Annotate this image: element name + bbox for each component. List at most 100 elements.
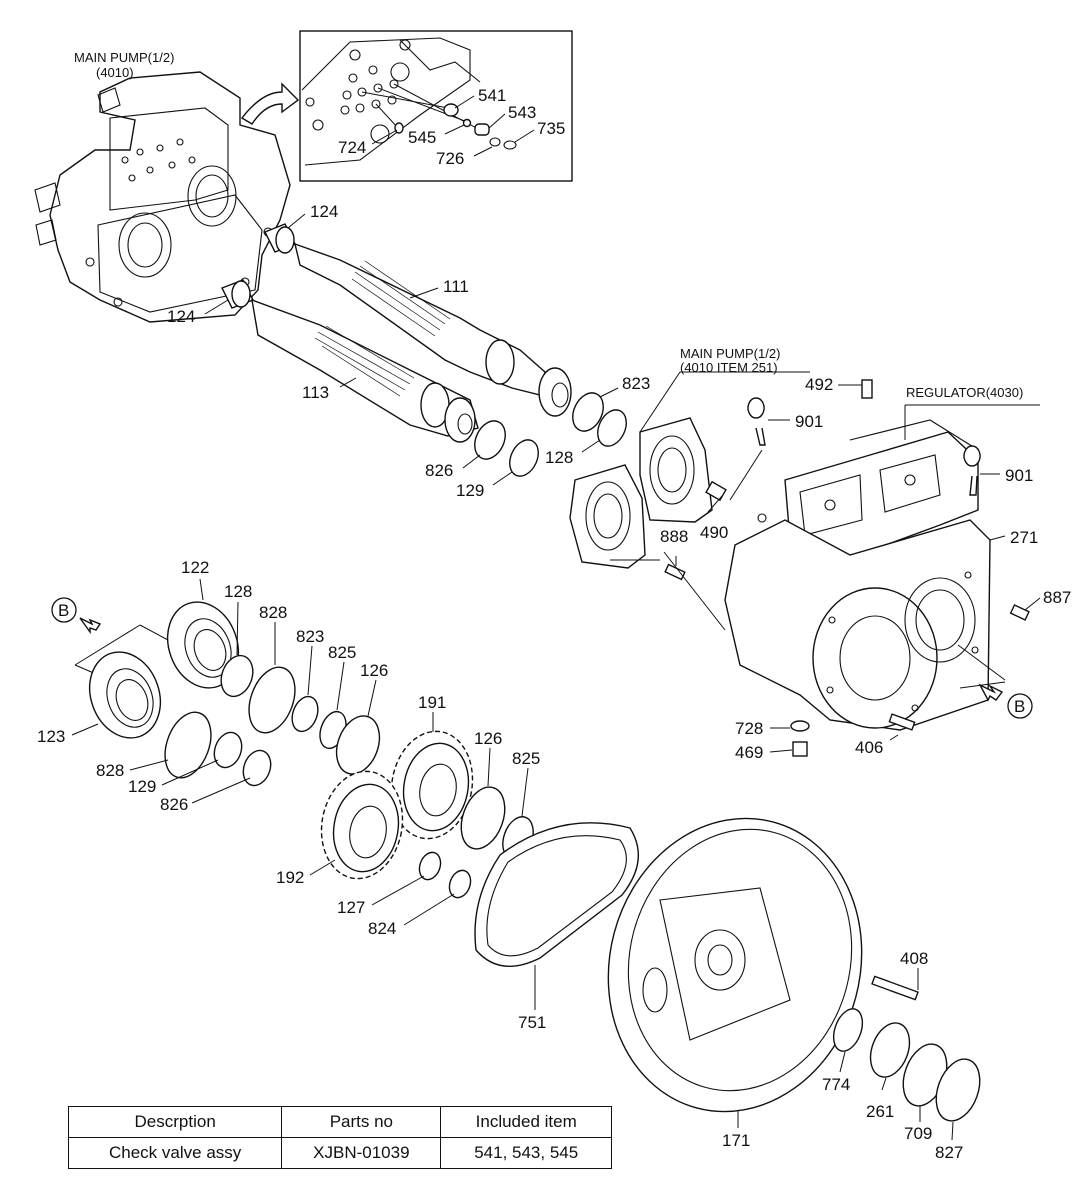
caption-regulator: REGULATOR(4030) xyxy=(906,385,1023,400)
callout-901-right: 901 xyxy=(1005,466,1033,485)
callout-129-upper: 129 xyxy=(456,481,484,500)
ring-127 xyxy=(418,851,442,881)
callout-122: 122 xyxy=(181,558,209,577)
table-header-row: Descrption Parts no Included item xyxy=(67,1106,612,1138)
bearing-124-lower xyxy=(221,279,254,309)
spacer-126-lower xyxy=(460,786,506,850)
view-marker-b-right xyxy=(1007,693,1033,719)
table-cell-description: Check valve assy xyxy=(67,1137,283,1169)
o-ring-128-upper xyxy=(597,409,627,447)
callout-191: 191 xyxy=(418,693,446,712)
callout-124-lower: 124 xyxy=(167,307,195,326)
table-header-description: Descrption xyxy=(67,1106,283,1138)
callout-261: 261 xyxy=(866,1102,894,1121)
callout-123: 123 xyxy=(37,727,65,746)
bearing-261 xyxy=(869,1022,911,1078)
check-valve-inset xyxy=(299,30,573,182)
view-marker-b-left xyxy=(51,597,77,623)
callout-113: 113 xyxy=(302,383,329,402)
snap-ring-827 xyxy=(935,1058,981,1122)
housing-171 xyxy=(607,817,863,1113)
view-marker-left-letter: B xyxy=(58,601,69,620)
callout-128-upper: 128 xyxy=(545,448,573,467)
o-ring-129-lower xyxy=(213,731,243,769)
callout-735: 735 xyxy=(537,119,565,138)
plug-490 xyxy=(705,480,727,502)
bearing-122 xyxy=(166,601,240,689)
table-cell-parts-no: XJBN-01039 xyxy=(281,1137,442,1169)
caption-main-pump-top-line1: MAIN PUMP(1/2) xyxy=(74,50,174,65)
callout-127: 127 xyxy=(337,898,365,917)
snap-ring-823-lower xyxy=(291,695,319,733)
callout-128-lower: 128 xyxy=(224,582,252,601)
callout-171: 171 xyxy=(722,1131,750,1150)
caption-main-pump-mid-line2: (4010 ITEM 251) xyxy=(680,360,778,375)
callout-192: 192 xyxy=(276,868,304,887)
callout-828-upper: 828 xyxy=(259,603,287,622)
o-ring-129-upper xyxy=(509,439,539,477)
gear-192 xyxy=(320,770,404,880)
bolt-406 xyxy=(888,713,916,731)
flange-plate-lower xyxy=(569,464,646,569)
snap-ring-826-lower xyxy=(242,749,272,787)
seal-774 xyxy=(832,1008,864,1052)
table-header-included-item: Included item xyxy=(440,1106,612,1138)
callout-887: 887 xyxy=(1043,588,1071,607)
parts-table: Descrption Parts no Included item Check … xyxy=(67,1106,612,1169)
callout-124-upper: 124 xyxy=(310,202,338,221)
callout-826-upper: 826 xyxy=(425,461,453,480)
table-cell-included-item: 541, 543, 545 xyxy=(440,1137,612,1169)
callout-825-upper: 825 xyxy=(328,643,356,662)
table-row: Check valve assy XJBN-01039 541, 543, 54… xyxy=(67,1137,612,1169)
view-marker-right-letter: B xyxy=(1014,697,1025,716)
gasket-751 xyxy=(474,822,639,967)
callout-490: 490 xyxy=(700,523,728,542)
callout-numbers: 541 543 735 724 545 726 124 124 111 113 … xyxy=(37,86,1071,1162)
bolt-408 xyxy=(871,975,919,1001)
callout-469: 469 xyxy=(735,743,763,762)
spacer-126-upper xyxy=(335,715,381,775)
snap-ring-823-upper xyxy=(572,392,604,432)
view-arrow-right xyxy=(978,683,1004,702)
shaft-111 xyxy=(294,242,572,417)
callout-888: 888 xyxy=(660,527,688,546)
callout-824: 824 xyxy=(368,919,396,938)
callout-543: 543 xyxy=(508,103,536,122)
caption-main-pump-top-line2: (4010) xyxy=(96,65,134,80)
pump-body-271 xyxy=(724,513,991,731)
callout-126-lower: 126 xyxy=(474,729,502,748)
callout-726: 726 xyxy=(436,149,464,168)
callout-709: 709 xyxy=(904,1124,932,1143)
view-arrow-left xyxy=(79,617,102,635)
callout-111: 111 xyxy=(443,277,469,296)
callout-129-lower: 129 xyxy=(128,777,156,796)
eye-bolt-901-left xyxy=(747,397,766,446)
callout-126-upper: 126 xyxy=(360,661,388,680)
caption-main-pump-mid-line1: MAIN PUMP(1/2) xyxy=(680,346,780,361)
table-header-parts-no: Parts no xyxy=(281,1106,442,1138)
callout-271: 271 xyxy=(1010,528,1038,547)
callout-728: 728 xyxy=(735,719,763,738)
bearing-123 xyxy=(88,651,162,739)
shaft-113 xyxy=(251,298,479,443)
plug-469 xyxy=(792,741,808,757)
snap-ring-826-upper xyxy=(474,420,506,460)
snap-ring-824 xyxy=(448,869,472,899)
callout-541: 541 xyxy=(478,86,506,105)
gear-191 xyxy=(390,730,474,840)
flange-plate-upper xyxy=(639,417,713,523)
o-ring-728 xyxy=(790,720,810,732)
callout-827: 827 xyxy=(935,1143,963,1162)
snap-ring-828-upper xyxy=(248,666,296,734)
callout-406: 406 xyxy=(855,738,883,757)
callout-823-upper: 823 xyxy=(622,374,650,393)
callout-751: 751 xyxy=(518,1013,546,1032)
callout-825-lower: 825 xyxy=(512,749,540,768)
callout-492: 492 xyxy=(805,375,833,394)
callout-724: 724 xyxy=(338,138,366,157)
inset-arrow xyxy=(240,82,300,125)
callout-545: 545 xyxy=(408,128,436,147)
bearing-124-upper xyxy=(264,223,296,254)
callout-828-lower: 828 xyxy=(96,761,124,780)
eye-bolt-901-right xyxy=(963,445,981,496)
